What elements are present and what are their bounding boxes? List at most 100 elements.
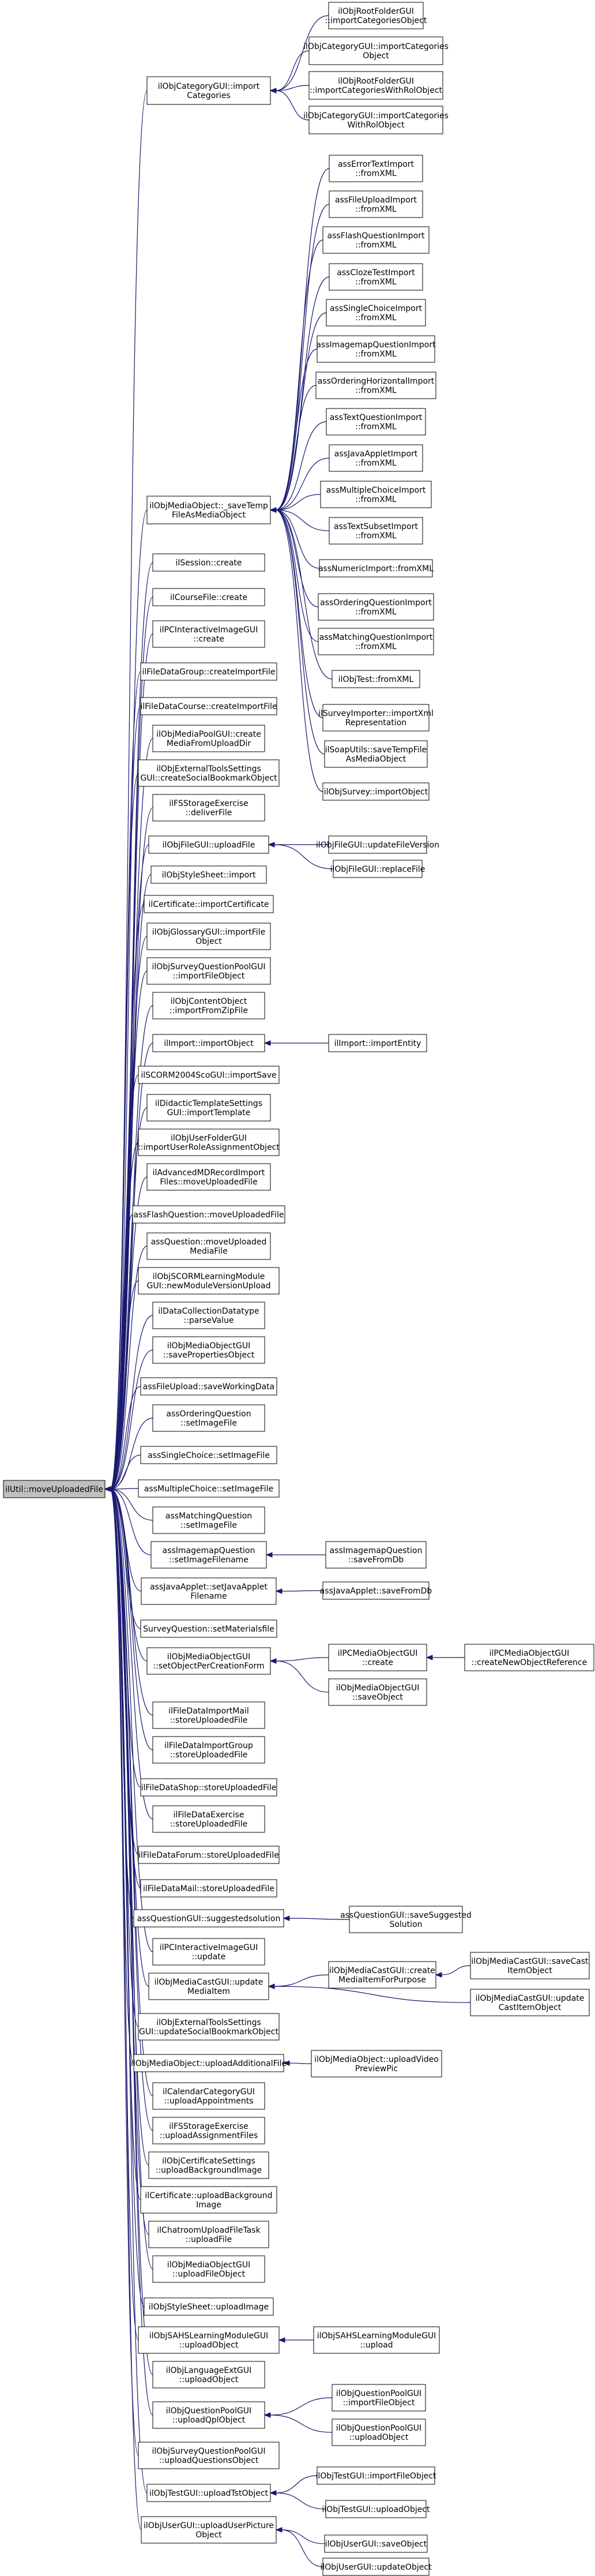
root-node-ilutil-moveuploadedfile[interactable]: ilUtil::moveUploadedFile bbox=[3, 1480, 106, 1498]
node-ilobjglossarygui-importfileobject[interactable]: ilObjGlossaryGUI::importFileObject bbox=[146, 923, 271, 950]
node-ilobjquestionpoolgui-importfileobject[interactable]: ilObjQuestionPoolGUI::importFileObject bbox=[332, 2384, 426, 2412]
node-ilcoursefile-create[interactable]: ilCourseFile::create bbox=[152, 588, 265, 606]
node-ilsession-create[interactable]: ilSession::create bbox=[152, 553, 265, 572]
node-ilobjmediaobjectgui-saveobject[interactable]: ilObjMediaObjectGUI::saveObject bbox=[328, 1678, 427, 1706]
node-ilobjsurveyquestionpoolgui-importfileobject[interactable]: ilObjSurveyQuestionPoolGUI::importFileOb… bbox=[146, 957, 271, 985]
node-ilcertificate-importcertificate[interactable]: ilCertificate::importCertificate bbox=[144, 895, 274, 913]
node-ilobjusergui-saveobject[interactable]: ilObjUserGUI::saveObject bbox=[324, 2534, 428, 2553]
node-asserrortextimport-fromxml[interactable]: assErrorTextImport::fromXML bbox=[329, 155, 423, 182]
node-ilfiledataimportgroup-storeuploadedfile[interactable]: ilFileDataImportGroup::storeUploadedFile bbox=[152, 1736, 265, 1764]
node-ilobjcategorygui-importcategorieswithrolobject[interactable]: ilObjCategoryGUI::importCategoriesWithRo… bbox=[303, 106, 449, 134]
node-asstextsubsetimport-fromxml[interactable]: assTextSubsetImport::fromXML bbox=[329, 517, 423, 545]
node-ilfiledataimportmail-storeuploadedfile[interactable]: ilFileDataImportMail::storeUploadedFile bbox=[152, 1701, 265, 1729]
node-ilobjsurvey-importobject[interactable]: ilObjSurvey::importObject bbox=[322, 782, 430, 801]
node-assflashquestion-moveuploadedfile[interactable]: assFlashQuestion::moveUploadedFile bbox=[132, 1205, 285, 1224]
node-surveyquestion-setmaterialsfile[interactable]: SurveyQuestion::setMaterialsfile bbox=[140, 1619, 277, 1638]
node-ilobjsurveyquestionpoolgui-uploadquestionsobject[interactable]: ilObjSurveyQuestionPoolGUI::uploadQuesti… bbox=[138, 2442, 280, 2469]
node-ilfiledatagroup-createimportfile[interactable]: ilFileDataGroup::createImportFile bbox=[140, 662, 277, 681]
node-assorderingquestion-setimagefile[interactable]: assOrderingQuestion::setImageFile bbox=[152, 1404, 265, 1432]
node-asstextquestionimport-fromxml[interactable]: assTextQuestionImport::fromXML bbox=[326, 408, 426, 436]
node-assjavaapplet-savefromdb[interactable]: assJavaApplet::saveFromDb bbox=[320, 1581, 432, 1600]
node-assfileuploadimport-fromxml[interactable]: assFileUploadImport::fromXML bbox=[329, 190, 423, 218]
node-assquestiongui-suggestedsolution[interactable]: assQuestionGUI::suggestedsolution bbox=[133, 1909, 284, 1928]
node-ilfiledatashop-storeuploadedfile[interactable]: ilFileDataShop::storeUploadedFile bbox=[140, 1778, 277, 1797]
node-ilobjmediaobject-savetempfileasmediaobject[interactable]: ilObjMediaObject::_saveTempFileAsMediaOb… bbox=[146, 496, 271, 524]
node-ilobjmediacastgui-createmediaitemforpurpose[interactable]: ilObjMediaCastGUI::createMediaItemForPur… bbox=[328, 1961, 436, 1989]
node-asssinglechoiceimport-fromxml[interactable]: assSingleChoiceImport::fromXML bbox=[326, 299, 426, 327]
node-ilpcinteractiveimagegui-create[interactable]: ilPCInteractiveImageGUI::create bbox=[152, 620, 265, 648]
node-ilobjmediaobjectgui-setobjectpercreationform[interactable]: ilObjMediaObjectGUI::setObjectPerCreatio… bbox=[146, 1647, 271, 1675]
node-ilobjmediaobjectgui-uploadfileobject[interactable]: ilObjMediaObjectGUI::uploadFileObject bbox=[152, 2255, 265, 2283]
node-ilobjstylesheet-import[interactable]: ilObjStyleSheet::import bbox=[150, 865, 267, 884]
node-ilobjsahslearningmodulegui-upload[interactable]: ilObjSAHSLearningModuleGUI::upload bbox=[313, 2326, 440, 2354]
node-ilcertificate-uploadbackgroundimage[interactable]: ilCertificate::uploadBackgroundImage bbox=[140, 2186, 277, 2214]
node-ilobjuserfoldergui-importuserroleassignmentobject[interactable]: ilObjUserFolderGUI::importUserRoleAssign… bbox=[138, 1128, 280, 1156]
node-assmatchingquestionimport-fromxml[interactable]: assMatchingQuestionImport::fromXML bbox=[318, 628, 434, 655]
node-ilpcinteractiveimagegui-update[interactable]: ilPCInteractiveImageGUI::update bbox=[152, 1938, 265, 1966]
node-assimagemapquestion-setimagefilename[interactable]: assImagemapQuestion::setImageFilename bbox=[150, 1541, 267, 1569]
node-assnumericimport-fromxml[interactable]: assNumericImport::fromXML bbox=[318, 559, 434, 578]
node-ilcalendarcategorygui-uploadappointments[interactable]: ilCalendarCategoryGUI::uploadAppointment… bbox=[152, 2082, 265, 2110]
node-ilobjfilegui-updatefileversion[interactable]: ilObjFileGUI::updateFileVersion bbox=[316, 835, 439, 854]
node-ilobjcategorygui-importcategories[interactable]: ilObjCategoryGUI::importCategories bbox=[146, 76, 271, 105]
node-ilfsstorageexercise-deliverfile[interactable]: ilFSStorageExercise::deliverFile bbox=[152, 794, 265, 822]
node-assimagemapquestionimport-fromxml[interactable]: assImagemapQuestionImport::fromXML bbox=[316, 335, 436, 363]
node-ilobjfilegui-uploadfile[interactable]: ilObjFileGUI::uploadFile bbox=[148, 835, 269, 854]
node-ilobjscormlearningmodulegui-newmoduleversionupload[interactable]: ilObjSCORMLearningModuleGUI::newModuleVe… bbox=[138, 1267, 280, 1295]
node-ilchatroomuploadfiletask-uploadfile[interactable]: ilChatroomUploadFileTask::uploadFile bbox=[148, 2221, 269, 2248]
node-ilfiledatacourse-createimportfile[interactable]: ilFileDataCourse::createImportFile bbox=[140, 697, 277, 715]
node-ilobjmediapoolgui-createmediafromuploaddir[interactable]: ilObjMediaPoolGUI::createMediaFromUpload… bbox=[152, 725, 265, 752]
node-assorderingquestionimport-fromxml[interactable]: assOrderingQuestionImport::fromXML bbox=[318, 593, 434, 621]
node-asssinglechoice-setimagefile[interactable]: assSingleChoice::setImageFile bbox=[140, 1446, 277, 1464]
node-ilobjcategorygui-importcategoriesobject[interactable]: ilObjCategoryGUI::importCategoriesObject bbox=[303, 36, 449, 65]
node-ilpcmediaobjectgui-create[interactable]: ilPCMediaObjectGUI::create bbox=[328, 1644, 427, 1671]
node-ildatacollectiondatatype-parsevalue[interactable]: ilDataCollectionDatatype::parseValue bbox=[152, 1302, 265, 1329]
node-ilobjquestionpoolgui-uploadqplobject[interactable]: ilObjQuestionPoolGUI::uploadQplObject bbox=[152, 2401, 265, 2429]
node-ilobjexternaltoolssettingsgui-createsocialbookmarkobject[interactable]: ilObjExternalToolsSettingsGUI::createSoc… bbox=[138, 759, 280, 787]
node-assjavaappletimport-fromxml[interactable]: assJavaAppletImport::fromXML bbox=[329, 444, 423, 472]
node-ilobjtestgui-uploadtstobject[interactable]: ilObjTestGUI::uploadTstObject bbox=[146, 2484, 271, 2502]
node-ilobjusergui-updateobject[interactable]: ilObjUserGUI::updateObject bbox=[320, 2558, 432, 2576]
node-ilobjtestgui-uploadobject[interactable]: ilObjTestGUI::uploadObject bbox=[322, 2500, 430, 2518]
node-ilfsstorageexercise-uploadassignmentfiles[interactable]: ilFSStorageExercise::uploadAssignmentFil… bbox=[152, 2117, 265, 2144]
node-ilobjstylesheet-uploadimage[interactable]: ilObjStyleSheet::uploadImage bbox=[144, 2297, 274, 2316]
node-ilobjmediaobjectgui-savepropertiesobject[interactable]: ilObjMediaObjectGUI::savePropertiesObjec… bbox=[152, 1336, 265, 1364]
node-ilobjexternaltoolssettingsgui-updatesocialbookmarkobject[interactable]: ilObjExternalToolsSettingsGUI::updateSoc… bbox=[138, 2013, 280, 2041]
node-ilobjrootfoldergui-importcategoriesobject[interactable]: ilObjRootFolderGUI::importCategoriesObje… bbox=[325, 2, 427, 29]
node-assimagemapquestion-savefromdb[interactable]: assImagemapQuestion::saveFromDb bbox=[325, 1541, 427, 1569]
node-ilobjfilegui-replacefile[interactable]: ilObjFileGUI::replaceFile bbox=[330, 860, 425, 878]
node-iladvancedmdrecordimportfiles-moveuploadedfile[interactable]: ilAdvancedMDRecordImportFiles::moveUploa… bbox=[146, 1163, 271, 1191]
node-ilobjquestionpoolgui-uploadobject[interactable]: ilObjQuestionPoolGUI::uploadObject bbox=[332, 2418, 426, 2446]
node-ilimport-importentity[interactable]: ilImport::importEntity bbox=[328, 1034, 427, 1052]
node-assmultiplechoice-setimagefile[interactable]: assMultipleChoice::setImageFile bbox=[138, 1479, 280, 1498]
node-ilimport-importobject[interactable]: ilImport::importObject bbox=[152, 1034, 265, 1052]
node-assmatchingquestion-setimagefile[interactable]: assMatchingQuestion::setImageFile bbox=[152, 1506, 265, 1534]
node-ilscorm2004scogui-importsave[interactable]: ilSCORM2004ScoGUI::importSave bbox=[138, 1066, 280, 1084]
node-ilobjmediaobject-uploadadditionalfile[interactable]: ilObjMediaObject::uploadAdditionalFile bbox=[131, 2054, 287, 2072]
node-ilobjtest-fromxml[interactable]: ilObjTest::fromXML bbox=[332, 670, 420, 688]
node-ilobjtestgui-importfileobject[interactable]: ilObjTestGUI::importFileObject bbox=[315, 2466, 436, 2485]
node-assorderinghorizontalimport-fromxml[interactable]: assOrderingHorizontalImport::fromXML bbox=[315, 372, 436, 399]
node-ilobjrootfoldergui-importcategorieswithrolobject[interactable]: ilObjRootFolderGUI::importCategoriesWith… bbox=[308, 71, 443, 100]
node-ilobjsahslearningmodulegui-uploadobject[interactable]: ilObjSAHSLearningModuleGUI::uploadObject bbox=[138, 2326, 280, 2354]
node-ildidactictemplatesettingsgui-importtemplate[interactable]: ilDidacticTemplateSettingsGUI::importTem… bbox=[146, 1094, 271, 1122]
node-ilsurveyimporter-importxmlrepresentation[interactable]: ilSurveyImporter::importXmlRepresentatio… bbox=[318, 704, 434, 732]
node-assfileupload-saveworkingdata[interactable]: assFileUpload::saveWorkingData bbox=[140, 1377, 277, 1396]
node-assflashquestionimport-fromxml[interactable]: assFlashQuestionImport::fromXML bbox=[322, 226, 430, 254]
node-ilpcmediaobjectgui-createnewobjectreference[interactable]: ilPCMediaObjectGUI::createNewObjectRefer… bbox=[464, 1644, 594, 1671]
node-ilobjcertificatesettings-uploadbackgroundimage[interactable]: ilObjCertificateSettings::uploadBackgrou… bbox=[148, 2151, 269, 2179]
node-ilfiledataforum-storeuploadedfile[interactable]: ilFileDataForum::storeUploadedFile bbox=[138, 1846, 280, 1864]
node-ilobjlanguageextgui-uploadobject[interactable]: ilObjLanguageExtGUI::uploadObject bbox=[152, 2361, 265, 2388]
node-ilfiledatamail-storeuploadedfile[interactable]: ilFileDataMail::storeUploadedFile bbox=[140, 1879, 277, 1898]
node-ilfiledataexercise-storeuploadedfile[interactable]: ilFileDataExercise::storeUploadedFile bbox=[152, 1805, 265, 1833]
node-ilobjcontentobject-importfromzipfile[interactable]: ilObjContentObject::importFromZipFile bbox=[152, 992, 265, 1019]
